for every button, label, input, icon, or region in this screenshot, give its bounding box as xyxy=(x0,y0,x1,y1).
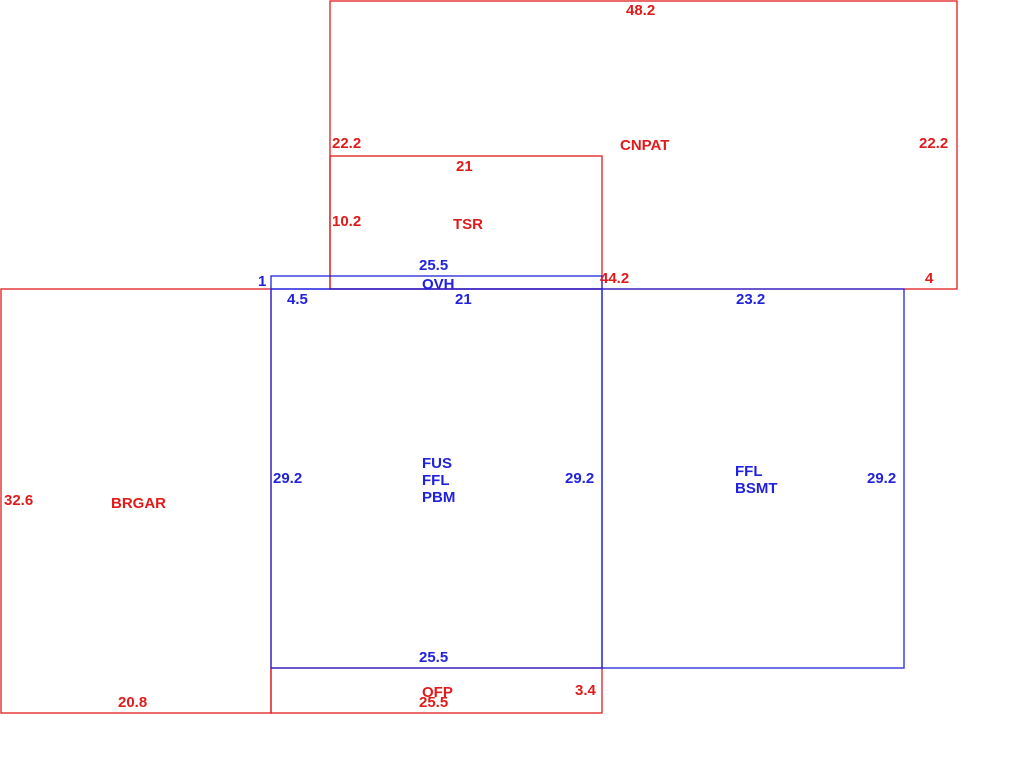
cnpat-right-dim: 22.2 xyxy=(919,135,948,152)
fus-bottom-dim: 25.5 xyxy=(419,649,448,666)
bsmt-label-line-1: FFL xyxy=(735,463,763,480)
tsr-top-dim: 21 xyxy=(456,158,473,175)
brgar-bottom-dim: 20.8 xyxy=(118,694,147,711)
fus-right-dim: 29.2 xyxy=(565,470,594,487)
bsmt-outline xyxy=(601,288,905,669)
ovh-label: OVH xyxy=(422,276,455,293)
tsr-bottom-dim: 21 xyxy=(455,291,472,308)
tsr-label: TSR xyxy=(453,216,483,233)
cnpat-top-dim: 48.2 xyxy=(626,2,655,19)
fus-label-line-3: PBM xyxy=(422,489,455,506)
brgar-label: BRGAR xyxy=(111,495,166,512)
ofp-label: OFP xyxy=(422,684,453,701)
cnpat-label: CNPAT xyxy=(620,137,669,154)
bsmt-top-dim: 23.2 xyxy=(736,291,765,308)
fus-left-dim: 29.2 xyxy=(273,470,302,487)
bsmt-label-line-2: BSMT xyxy=(735,480,778,497)
ofp-right-dim: 3.4 xyxy=(575,682,597,699)
ovh-left-top-dim: 4.5 xyxy=(287,291,308,308)
ofp-bottom-dim: 25.5 xyxy=(419,694,448,711)
brgar-left-dim: 32.6 xyxy=(4,492,33,509)
cnpat-bottom-right-dim: 4 xyxy=(925,270,934,287)
cnpat-left-dim: 22.2 xyxy=(332,135,361,152)
ovh-right-dim: 44.2 xyxy=(600,270,629,287)
tsr-left-dim: 10.2 xyxy=(332,213,361,230)
ovh-left-dim: 1 xyxy=(258,273,266,290)
fus-label-line-2: FFL xyxy=(422,472,450,489)
bsmt-right-dim: 29.2 xyxy=(867,470,896,487)
ovh-top-dim: 25.5 xyxy=(419,257,448,274)
fus-label-line-1: FUS xyxy=(422,455,452,472)
